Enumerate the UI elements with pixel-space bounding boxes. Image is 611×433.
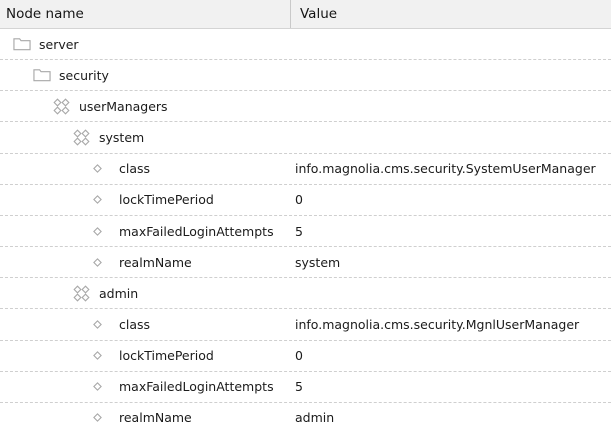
- node-name-cell: server: [0, 37, 291, 52]
- tree-row[interactable]: admin: [0, 278, 611, 310]
- node-name-label: server: [39, 36, 79, 52]
- property-icon: [93, 413, 111, 423]
- content-node-icon: [73, 129, 91, 146]
- property-icon: [93, 382, 111, 392]
- node-name-cell: system: [0, 129, 291, 146]
- node-name-cell: lockTimePeriod: [0, 192, 291, 207]
- node-value-cell: 0: [295, 348, 303, 364]
- node-value-cell: info.magnolia.cms.security.SystemUserMan…: [295, 161, 596, 177]
- property-icon: [93, 257, 111, 267]
- property-icon: [93, 320, 111, 329]
- node-value-cell: 5: [295, 379, 303, 395]
- node-name-cell: realmName: [0, 255, 291, 270]
- node-name-label: class: [119, 161, 151, 177]
- node-name-cell: security: [0, 68, 291, 83]
- property-icon: [93, 164, 111, 174]
- tree-row[interactable]: maxFailedLoginAttempts 5: [0, 372, 611, 403]
- node-name-cell: maxFailedLoginAttempts: [0, 224, 291, 239]
- node-name-cell: admin: [0, 285, 291, 302]
- tree-row[interactable]: realmName system: [0, 247, 611, 279]
- node-value-cell: admin: [295, 410, 335, 426]
- tree-row[interactable]: server: [0, 29, 611, 61]
- node-name-label: userManagers: [79, 98, 168, 114]
- node-name-label: maxFailedLoginAttempts: [119, 379, 274, 395]
- node-value-cell: system: [295, 254, 341, 270]
- node-name-label: lockTimePeriod: [119, 192, 214, 208]
- node-name-cell: realmName: [0, 410, 291, 425]
- tree-rows: server security userManagers system: [0, 29, 611, 433]
- node-name-cell: lockTimePeriod: [0, 348, 291, 363]
- node-name-cell: maxFailedLoginAttempts: [0, 379, 291, 394]
- column-header-value[interactable]: Value: [300, 6, 338, 22]
- node-name-cell: class: [0, 317, 291, 332]
- folder-icon: [13, 37, 31, 51]
- node-name-label: security: [59, 67, 109, 83]
- content-node-icon: [53, 98, 71, 115]
- column-header-node-name[interactable]: Node name: [0, 0, 291, 28]
- node-value-cell: 0: [295, 192, 303, 208]
- tree-row[interactable]: lockTimePeriod 0: [0, 185, 611, 216]
- property-icon: [93, 195, 111, 205]
- node-value-cell: info.magnolia.cms.security.MgnlUserManag…: [295, 316, 580, 332]
- tree-row[interactable]: class info.magnolia.cms.security.MgnlUse…: [0, 309, 611, 341]
- content-node-icon: [73, 285, 91, 302]
- tree-row[interactable]: userManagers: [0, 91, 611, 123]
- table-header: Node name Value: [0, 0, 611, 29]
- node-name-label: class: [119, 316, 151, 332]
- tree-row[interactable]: class info.magnolia.cms.security.SystemU…: [0, 154, 611, 185]
- tree-row[interactable]: security: [0, 60, 611, 92]
- node-name-label: realmName: [119, 254, 192, 270]
- node-name-label: admin: [99, 285, 139, 301]
- tree-row[interactable]: maxFailedLoginAttempts 5: [0, 216, 611, 248]
- node-name-label: maxFailedLoginAttempts: [119, 223, 274, 239]
- tree-row[interactable]: lockTimePeriod 0: [0, 341, 611, 372]
- node-name-label: realmName: [119, 410, 192, 426]
- property-icon: [93, 226, 111, 236]
- node-name-cell: userManagers: [0, 98, 291, 115]
- tree-row[interactable]: system: [0, 122, 611, 154]
- node-name-label: system: [99, 130, 145, 146]
- node-value-cell: 5: [295, 223, 303, 239]
- folder-icon: [33, 68, 51, 82]
- tree-row[interactable]: realmName admin: [0, 403, 611, 433]
- node-name-label: lockTimePeriod: [119, 348, 214, 364]
- node-name-cell: class: [0, 161, 291, 176]
- property-icon: [93, 351, 111, 361]
